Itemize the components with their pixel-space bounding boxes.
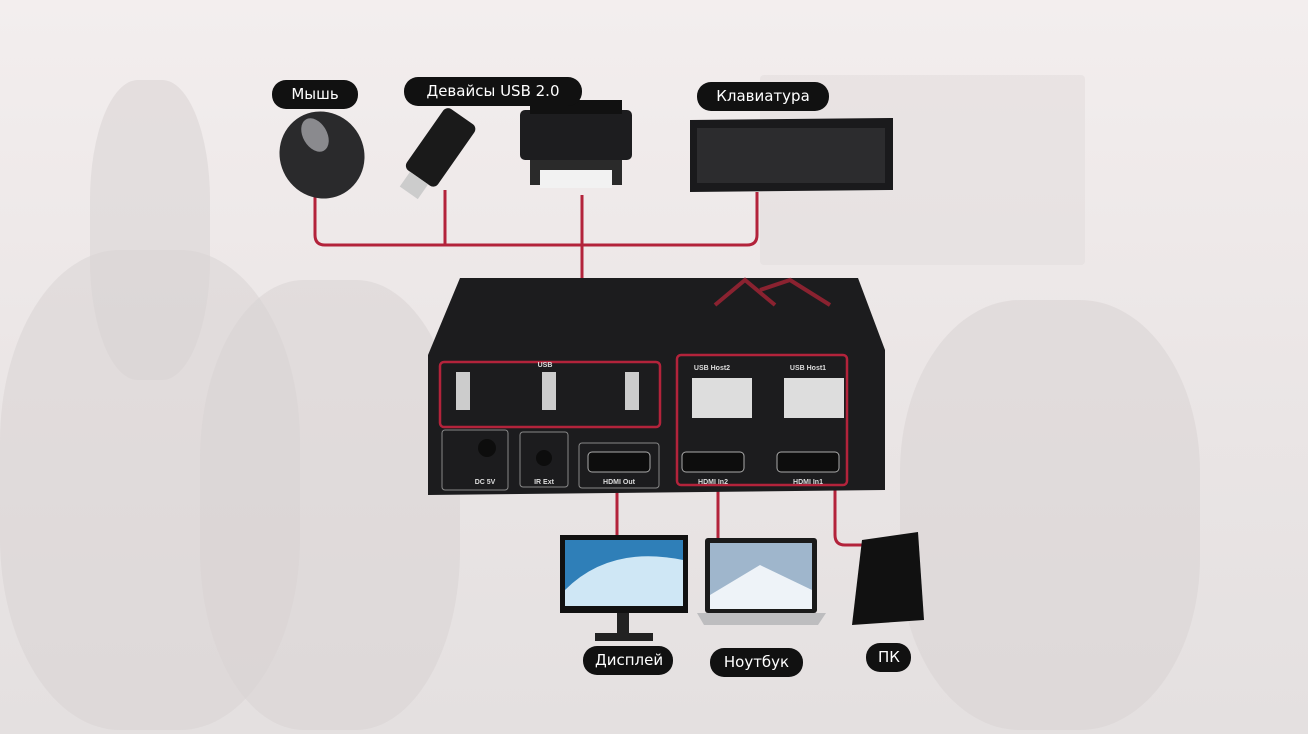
label-usb-devices: Девайсы USB 2.0 bbox=[404, 77, 582, 106]
mouse-image bbox=[279, 111, 365, 199]
port-label-hdmi-in1: HDMI In1 bbox=[793, 479, 823, 486]
background-person bbox=[200, 280, 460, 730]
label-pc: ПК bbox=[866, 643, 911, 672]
port-label-usb-host2: USB Host2 bbox=[694, 365, 730, 372]
usb-stick-image bbox=[399, 108, 476, 200]
keyboard-image bbox=[690, 118, 893, 192]
port-label-ir: IR Ext bbox=[534, 479, 555, 486]
printer-image bbox=[520, 100, 632, 188]
port-label-hdmi-in2: HDMI In2 bbox=[698, 479, 728, 486]
pc-cable bbox=[833, 485, 862, 547]
port-label-usb: USB bbox=[538, 362, 553, 369]
mouse-cable bbox=[313, 192, 759, 247]
port-label-dc: DC 5V bbox=[475, 479, 496, 486]
laptop-image bbox=[697, 538, 826, 625]
label-display: Дисплей bbox=[583, 646, 673, 675]
label-keyboard: Клавиатура bbox=[697, 82, 829, 111]
label-mouse: Мышь bbox=[272, 80, 358, 109]
pc-tower-image bbox=[852, 532, 924, 625]
port-label-usb-host1: USB Host1 bbox=[790, 365, 826, 372]
kvm-switch: USB USB Host2 USB Host1 DC 5V IR Ext HDM… bbox=[428, 277, 885, 495]
port-label-hdmi-out: HDMI Out bbox=[603, 479, 636, 486]
label-laptop: Ноутбук bbox=[710, 648, 803, 677]
monitor-image bbox=[560, 535, 688, 641]
background-person bbox=[900, 300, 1200, 730]
